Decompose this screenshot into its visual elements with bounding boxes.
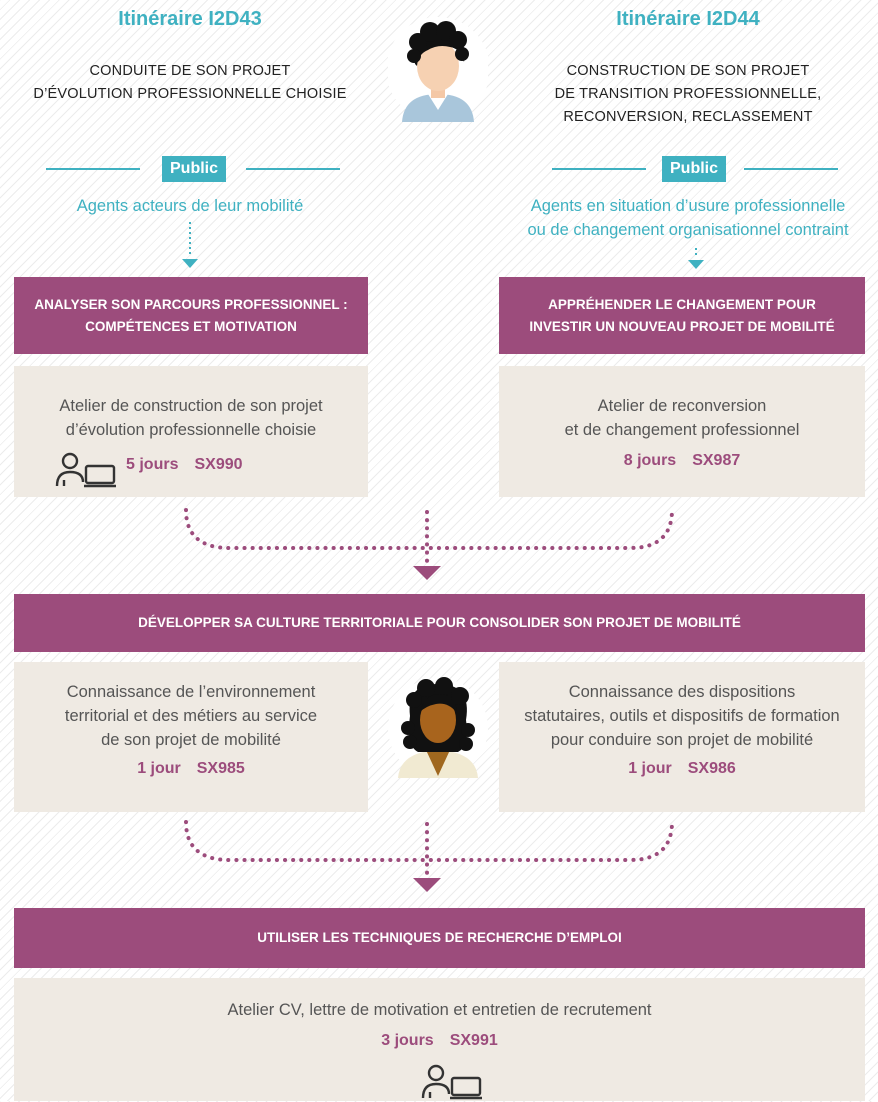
right-itinerary-title: Itinéraire I2D44 [616,8,760,30]
bottom-workshop-meta: 3 jours SX991 [14,1032,865,1050]
bottom-workshop-card: Atelier CV, lettre de motivation et entr… [14,978,865,1101]
merge-connector [170,506,690,584]
middle-left-duration: 1 jour [137,760,181,777]
right-audience-line: ou de changement organisationnel contrai… [527,221,849,239]
right-workshop-line: Atelier de reconversion [597,397,767,415]
left-public-rule [46,168,140,170]
left-workshop-meta: 5 jours SX990 [126,456,251,474]
elearning-icon [420,1064,486,1102]
arrow-down-icon [180,222,200,270]
left-subtitle-line: CONDUITE DE SON PROJET [89,63,291,79]
middle-right-code[interactable]: SX986 [687,760,736,777]
bottom-step-title: UTILISER LES TECHNIQUES DE RECHERCHE D’E… [14,908,865,968]
right-subtitle-line: CONSTRUCTION DE SON PROJET [566,63,810,79]
left-public-label: Public [162,156,227,182]
left-step-line: ANALYSER SON PARCOURS PROFESSIONNEL : [34,296,348,312]
arrow-down-icon [686,248,706,270]
bottom-code[interactable]: SX991 [449,1032,498,1049]
left-subtitle-line: D’ÉVOLUTION PROFESSIONNELLE CHOISIE [33,86,347,102]
man-avatar-icon [388,14,488,124]
left-workshop-line: d’évolution professionnelle choisie [65,421,317,439]
elearning-icon [54,452,120,490]
right-public-tag: Public [662,156,727,182]
middle-right-meta: 1 jour SX986 [499,760,865,778]
left-step-line: COMPÉTENCES ET MOTIVATION [85,318,297,334]
right-workshop-card: Atelier de reconversion et de changement… [499,366,865,497]
right-step-line: INVESTIR UN NOUVEAU PROJET DE MOBILITÉ [529,318,835,334]
left-step-title: ANALYSER SON PARCOURS PROFESSIONNEL : CO… [14,277,368,354]
bottom-workshop-text: Atelier CV, lettre de motivation et entr… [227,1001,652,1019]
right-step-title: APPRÉHENDER LE CHANGEMENT POUR INVESTIR … [499,277,865,354]
left-itinerary-subtitle: CONDUITE DE SON PROJET D’ÉVOLUTION PROFE… [20,60,360,106]
right-subtitle-line: RECONVERSION, RECLASSEMENT [563,109,813,125]
right-duration: 8 jours [623,452,677,469]
middle-right-line: Connaissance des dispositions [568,683,796,701]
right-public-rule [744,168,838,170]
merge-connector [170,818,690,896]
left-workshop-line: Atelier de construction de son projet [59,397,323,415]
right-audience-line: Agents en situation d’usure professionne… [530,197,846,215]
left-itinerary-title: Itinéraire I2D43 [118,8,262,30]
middle-right-line: pour conduire son projet de mobilité [550,731,814,749]
middle-right-line: statutaires, outils et dispositifs de fo… [524,707,840,725]
left-public-rule [246,168,340,170]
middle-left-line: territorial et des métiers au service [64,707,318,725]
left-workshop-card: Atelier de construction de son projet d’… [14,366,368,497]
right-step-line: APPRÉHENDER LE CHANGEMENT POUR [548,296,816,312]
right-itinerary-subtitle: CONSTRUCTION DE SON PROJET DE TRANSITION… [518,60,858,129]
right-audience: Agents en situation d’usure professionne… [498,194,878,242]
left-duration: 5 jours [126,456,179,473]
right-workshop-meta: 8 jours SX987 [499,452,865,470]
left-public-tag: Public [162,156,227,182]
right-code[interactable]: SX987 [692,452,741,469]
left-code[interactable]: SX990 [194,456,243,473]
right-public-label: Public [662,156,727,182]
right-workshop-line: et de changement professionnel [564,421,800,439]
middle-right-duration: 1 jour [628,760,672,777]
left-audience: Agents acteurs de leur mobilité [76,197,304,215]
middle-left-code[interactable]: SX985 [196,760,245,777]
middle-left-card: Connaissance de l’environnement territor… [14,662,368,812]
middle-right-card: Connaissance des dispositions statutaire… [499,662,865,812]
middle-left-line: Connaissance de l’environnement [66,683,316,701]
woman-avatar-icon [388,676,488,780]
right-subtitle-line: DE TRANSITION PROFESSIONNELLE, [554,86,822,102]
right-public-rule [552,168,646,170]
middle-left-meta: 1 jour SX985 [14,760,368,778]
bottom-duration: 3 jours [381,1032,434,1049]
middle-step-title: DÉVELOPPER SA CULTURE TERRITORIALE POUR … [14,594,865,652]
middle-left-line: de son projet de mobilité [101,731,281,749]
